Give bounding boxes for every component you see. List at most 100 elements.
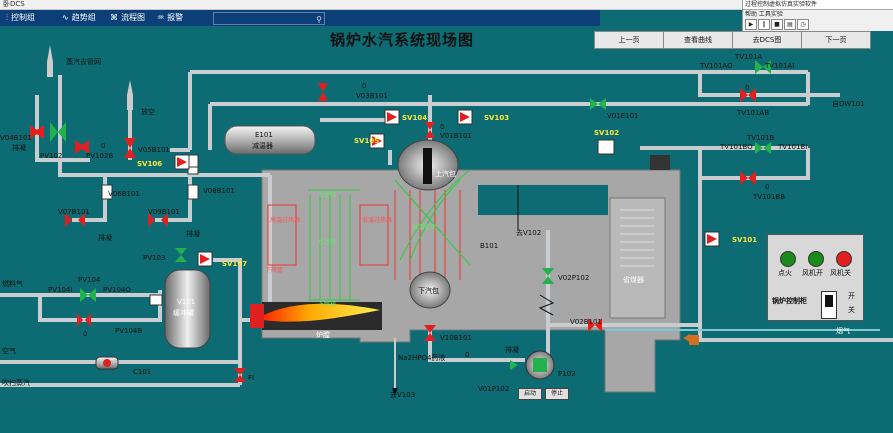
fan-off-lamp[interactable] xyxy=(836,251,852,267)
label-b101: B101 xyxy=(480,242,498,250)
menu-label: 流程图 xyxy=(121,13,145,22)
label-hi-superheater: 高温过热器 xyxy=(270,216,300,224)
label-val0b: 0 xyxy=(362,82,366,90)
label-val0g: 0 xyxy=(465,351,469,359)
fan-on-lamp[interactable] xyxy=(808,251,824,267)
label-sv103: SV103 xyxy=(484,114,509,122)
label-lower-drum: 下汽包 xyxy=(418,286,439,295)
label-fuel-gas: 燃料气 xyxy=(2,279,23,288)
sim-panel-toolbar: ▶‖■▤◷ xyxy=(745,19,810,30)
label-lower-header: 下联箱 xyxy=(318,300,336,308)
ignite-label: 点火 xyxy=(778,269,792,277)
menu-label: 控制组 xyxy=(11,13,35,22)
label-v06b101: V06B101 xyxy=(108,190,140,198)
label-drain3: 排凝 xyxy=(186,229,200,238)
grid-icon[interactable]: ▤ xyxy=(784,19,796,30)
label-tv101ao: TV101AO xyxy=(699,62,733,70)
label-economizer: 省煤器 xyxy=(623,275,644,284)
stop-icon[interactable]: ■ xyxy=(771,19,783,30)
lower-drum xyxy=(409,271,451,309)
label-v01b101: V01B101 xyxy=(440,132,472,140)
burner-nozzle xyxy=(250,304,264,328)
label-v07b101: V07B101 xyxy=(58,208,90,216)
label-v02b101: V02B101 xyxy=(570,318,602,326)
label-val0f: 0 xyxy=(83,330,87,338)
fan-off-label: 风机关 xyxy=(830,269,851,277)
search-icon[interactable]: ⚲ xyxy=(316,15,322,24)
e101-attemperator xyxy=(224,125,316,155)
alarm-icon: ♒ xyxy=(157,13,165,22)
label-steam-out: 蒸汽去管网 xyxy=(66,57,101,66)
label-v08b101: V08B101 xyxy=(203,187,235,195)
switch-on-label: 开 xyxy=(848,292,855,300)
pump-stop-button[interactable]: 停止 xyxy=(545,388,569,400)
ignite-lamp[interactable] xyxy=(780,251,796,267)
play-icon[interactable]: ▶ xyxy=(745,19,757,30)
label-sv101: SV101 xyxy=(732,236,757,244)
clock-icon[interactable]: ◷ xyxy=(797,19,809,30)
label-v101-name: 缓冲罐 xyxy=(173,308,194,317)
superheater-tubes xyxy=(267,169,655,301)
label-v101: V101 xyxy=(177,298,195,306)
window-titlebar: 卧DCS xyxy=(0,0,893,10)
label-v01p102: V01P102 xyxy=(478,385,509,393)
boiler-control-cabinet: 点火 风机开 风机关 锅炉控制柜 开 关 xyxy=(767,234,864,321)
menu-control-group[interactable]: ⫶控制组 xyxy=(6,10,35,26)
label-na2hpo4: Na2HPO4药液 xyxy=(398,353,445,362)
label-pv102b: PV102B xyxy=(86,152,113,160)
trend-icon: ∿ xyxy=(62,13,69,22)
valves[interactable] xyxy=(30,60,771,382)
label-v05b101: V05B101 xyxy=(138,146,170,154)
menu-flowchart[interactable]: ⌘流程图 xyxy=(110,10,145,26)
sliders-icon: ⫶ xyxy=(6,13,8,22)
label-waterwall: 水冷壁 xyxy=(318,238,336,246)
label-v01e101: V01E101 xyxy=(607,112,638,120)
menu-label: 报警 xyxy=(167,13,184,22)
label-sv105: SV105 xyxy=(354,137,379,145)
prev-page-button[interactable]: 上一页 xyxy=(594,31,664,49)
power-switch[interactable] xyxy=(821,291,837,319)
label-tv101a: TV101A xyxy=(734,53,762,61)
label-val0: 0 xyxy=(101,142,105,150)
label-lo-superheater: 低温过热器 xyxy=(362,216,392,224)
label-tv101bi: TV101BI xyxy=(777,143,807,151)
menubar: ⫶控制组 ∿趋势组 ⌘流程图 ♒报警 ⚲ xyxy=(0,10,600,27)
menu-alarm[interactable]: ♒报警 xyxy=(157,10,183,26)
search-input[interactable] xyxy=(214,16,314,27)
v101-buffer-tank xyxy=(164,269,211,349)
flame xyxy=(262,303,380,322)
label-pv104o: PV104O xyxy=(103,286,131,294)
label-furnace: 炉膛 xyxy=(316,330,330,339)
label-to-v103: 去V103 xyxy=(390,390,415,399)
label-tv101b: TV101B xyxy=(746,134,774,142)
sim-panel-menu[interactable]: 帮助 工具实验 xyxy=(745,11,783,18)
label-pv104: PV104 xyxy=(78,276,101,284)
label-drain2: 排凝 xyxy=(98,233,112,242)
label-sv106: SV106 xyxy=(137,160,162,168)
sim-panel-title: 过程控制虚拟仿真实验软件 xyxy=(743,0,893,10)
sv-valve-icons xyxy=(174,109,720,267)
menu-label: 趋势组 xyxy=(71,13,96,22)
label-v09b101: V09B101 xyxy=(148,208,180,216)
pause-icon[interactable]: ‖ xyxy=(758,19,770,30)
label-drain-pump: 排凝 xyxy=(505,345,519,354)
label-pv102: PV102 xyxy=(40,152,62,160)
search-box: ⚲ xyxy=(213,12,325,27)
next-page-button[interactable]: 下一页 xyxy=(801,31,871,49)
label-sv102: SV102 xyxy=(594,129,619,137)
stack-damper xyxy=(650,155,670,170)
label-tv101bo: TV101BO xyxy=(719,143,753,151)
sim-software-panel: 过程控制虚拟仿真实验软件 帮助 工具实验 ▶‖■▤◷ xyxy=(742,0,893,31)
pump-start-button[interactable]: 启动 xyxy=(518,388,542,400)
menu-trend-group[interactable]: ∿趋势组 xyxy=(62,10,96,26)
label-conv-tube: 对流管束 xyxy=(412,223,436,231)
label-vent: 放空 xyxy=(141,107,155,116)
window-title: 卧DCS xyxy=(3,0,25,8)
label-sv104: SV104 xyxy=(402,114,427,122)
label-val0c: 0 xyxy=(440,123,444,131)
flowchart-icon: ⌘ xyxy=(110,13,118,22)
label-tv101ai: TV101AI xyxy=(764,62,794,70)
label-v03b101: V03B101 xyxy=(356,92,388,100)
label-flue-gas: 烟气 xyxy=(836,326,850,335)
